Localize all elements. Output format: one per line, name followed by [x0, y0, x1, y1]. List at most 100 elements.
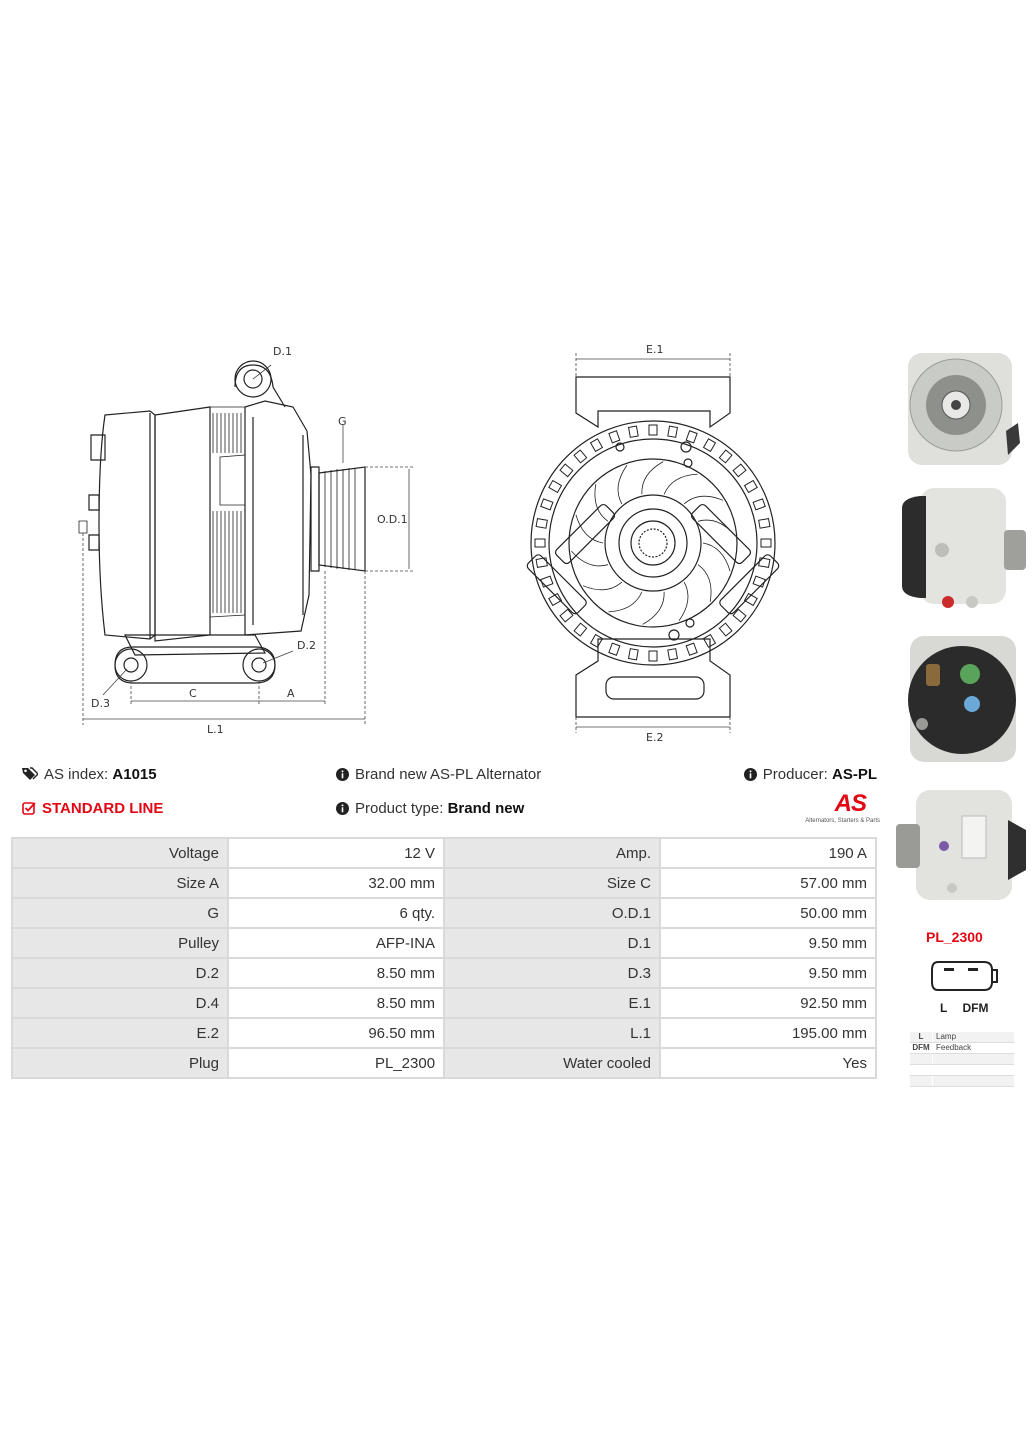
label-l1: L.1 [207, 723, 224, 735]
spec-key: G [13, 899, 227, 927]
legend-code [910, 1054, 933, 1064]
label-a: A [287, 687, 295, 700]
spec-key: Pulley [13, 929, 227, 957]
spec-value: 8.50 mm [228, 959, 444, 987]
legend-desc [933, 1076, 936, 1086]
spec-value: Yes [661, 1049, 875, 1077]
plug-name: PL_2300 [926, 929, 983, 945]
label-c: C [189, 687, 197, 700]
spec-key: D.3 [445, 959, 659, 987]
spec-key: D.1 [445, 929, 659, 957]
spec-key: Size A [13, 869, 227, 897]
product-type-value: Brand new [447, 800, 525, 817]
legend-row [910, 1054, 1014, 1065]
spec-value: AFP-INA [228, 929, 444, 957]
pin-label-dfm: DFM [962, 1001, 989, 1015]
legend-code: L [910, 1032, 933, 1042]
spec-value: 96.50 mm [228, 1019, 444, 1047]
as-index-label: AS index: [44, 766, 109, 783]
fan-blades [571, 462, 734, 625]
producer-value: AS-PL [832, 766, 877, 783]
producer: Producer: AS-PL [743, 766, 877, 783]
product-type-label: Product type: [355, 800, 444, 817]
spec-value: 57.00 mm [661, 869, 875, 897]
front-view-drawing: E.1 E.2 [520, 343, 790, 744]
as-pl-logo: AS Alternators, Starters & Parts [794, 790, 880, 826]
spec-value: 195.00 mm [661, 1019, 875, 1047]
spec-key: Plug [13, 1049, 227, 1077]
label-e2: E.2 [646, 731, 663, 744]
producer-label: Producer: [762, 766, 828, 783]
spec-key: L.1 [445, 1019, 659, 1047]
legend-row [910, 1076, 1014, 1087]
spec-key: Size C [445, 869, 659, 897]
legend-code [910, 1076, 933, 1086]
spec-value: 12 V [228, 839, 444, 867]
legend-row [910, 1065, 1014, 1076]
legend-code: DFM [910, 1043, 933, 1053]
product-photo-rear [908, 636, 1016, 762]
product-photo-side [902, 488, 1026, 608]
logo-mark: AS [834, 790, 867, 817]
spec-value: 50.00 mm [661, 899, 875, 927]
ring-slots [535, 425, 771, 661]
spec-value: 190 A [661, 839, 875, 867]
logo-tagline: Alternators, Starters & Parts [805, 818, 880, 824]
info-icon [336, 802, 349, 815]
label-od1: O.D.1 [377, 513, 408, 526]
label-g: G [338, 415, 347, 428]
standard-line: STANDARD LINE [22, 800, 163, 817]
label-d3: D.3 [91, 697, 110, 710]
checkbox-icon [22, 801, 36, 815]
spec-value: 9.50 mm [661, 959, 875, 987]
spec-key: E.2 [13, 1019, 227, 1047]
legend-code [910, 1065, 933, 1075]
as-index-value: A1015 [112, 766, 157, 783]
legend-desc [933, 1054, 936, 1064]
legend-desc: Lamp [936, 1032, 957, 1041]
spec-value: 9.50 mm [661, 929, 875, 957]
spec-value: 92.50 mm [661, 989, 875, 1017]
legend-desc: Feedback [936, 1043, 972, 1052]
spec-value: 6 qty. [228, 899, 444, 927]
plug-pins: L DFM [940, 1001, 988, 1015]
spec-value: PL_2300 [228, 1049, 444, 1077]
spec-key: E.1 [445, 989, 659, 1017]
label-d2: D.2 [297, 639, 316, 652]
description-text: Brand new AS-PL Alternator [355, 766, 542, 783]
label-d1: D.1 [273, 345, 292, 358]
spec-key: Voltage [13, 839, 227, 867]
spec-key: D.4 [13, 989, 227, 1017]
spec-key: O.D.1 [445, 899, 659, 927]
product-photo-front [908, 353, 1020, 465]
legend-desc [933, 1065, 936, 1075]
side-view-drawing: D.1 G O.D.1 D.2 D.3 C A L.1 [75, 345, 420, 735]
info-icon [336, 768, 349, 781]
spec-key: D.2 [13, 959, 227, 987]
plug-connector-icon [930, 958, 1000, 994]
spec-key: Water cooled [445, 1049, 659, 1077]
product-type: Product type: Brand new [336, 800, 524, 817]
product-photo-top [896, 790, 1026, 900]
description: Brand new AS-PL Alternator [336, 766, 541, 783]
label-e1: E.1 [646, 343, 663, 356]
spec-value: 8.50 mm [228, 989, 444, 1017]
spec-key: Amp. [445, 839, 659, 867]
as-index: AS index: A1015 [22, 766, 157, 783]
tags-icon [22, 767, 38, 780]
info-icon [743, 768, 757, 781]
pin-label-l: L [940, 1001, 948, 1015]
standard-line-label: STANDARD LINE [42, 800, 164, 817]
